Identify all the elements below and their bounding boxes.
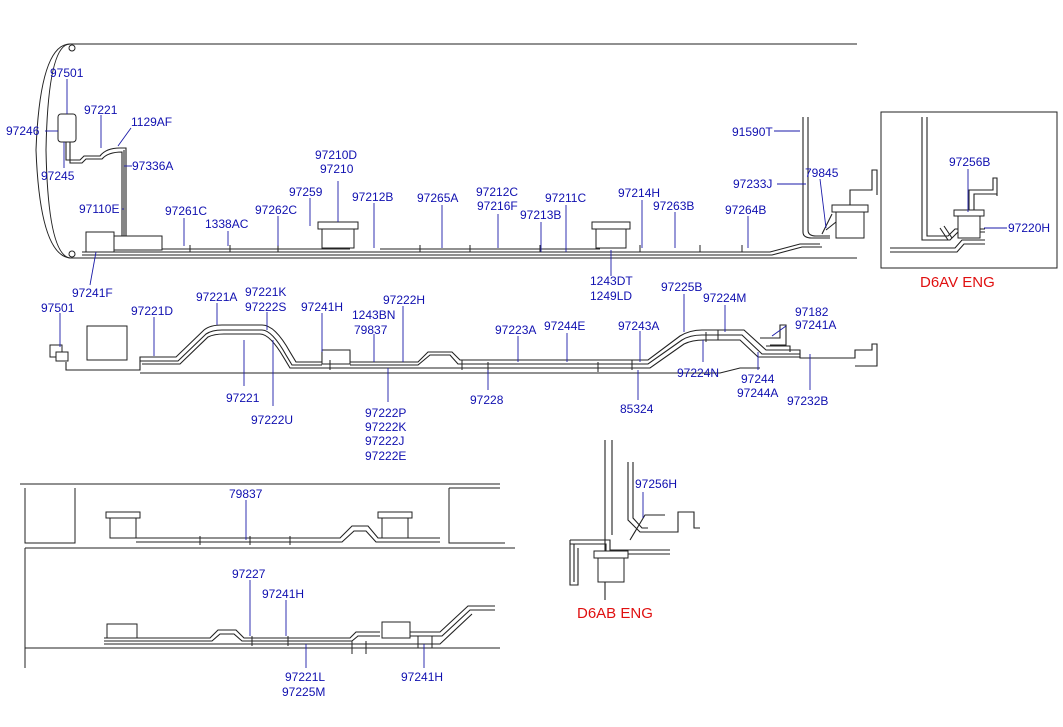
label-97210: 97210 xyxy=(320,162,354,176)
label-97336a: 97336A xyxy=(132,159,173,173)
top-view-assembly xyxy=(35,43,878,259)
label-97265a: 97265A xyxy=(417,191,458,205)
label-97224m: 97224M xyxy=(703,291,746,305)
label-97182: 97182 xyxy=(795,305,829,319)
label-85324: 85324 xyxy=(620,402,654,416)
filler-cap xyxy=(57,113,77,143)
label-97220h: 97220H xyxy=(1008,221,1050,235)
label-97232b: 97232B xyxy=(787,394,828,408)
label-97222h: 97222H xyxy=(383,293,425,307)
label-91590t: 91590T xyxy=(732,125,773,139)
label-97264b: 97264B xyxy=(725,203,766,217)
side-view-assembly xyxy=(49,324,878,374)
label-97233j: 97233J xyxy=(733,177,772,191)
label-97244: 97244 xyxy=(741,372,775,386)
label-97241h-rear: 97241H xyxy=(401,670,443,684)
label-97241h-detail: 97241H xyxy=(262,587,304,601)
label-1129af: 1129AF xyxy=(131,115,172,129)
label-97224n: 97224N xyxy=(677,366,719,380)
label-97241h: 97241H xyxy=(301,300,343,314)
label-79837: 79837 xyxy=(354,323,388,337)
label-97243a: 97243A xyxy=(618,319,659,333)
label-1338ac: 1338AC xyxy=(205,217,249,231)
label-97256h: 97256H xyxy=(635,477,677,491)
label-97222k: 97222K xyxy=(365,420,406,434)
label-1243bn: 1243BN xyxy=(352,308,395,322)
filter-housing xyxy=(85,231,115,253)
label-97221-side: 97221 xyxy=(226,391,260,405)
label-97501: 97501 xyxy=(50,66,84,80)
label-97241a: 97241A xyxy=(795,318,836,332)
label-97246: 97246 xyxy=(6,124,40,138)
d6av-inset xyxy=(880,111,1058,269)
side-filter xyxy=(321,349,351,365)
label-97221d: 97221D xyxy=(131,304,173,318)
label-97222j: 97222J xyxy=(365,434,404,448)
label-97245: 97245 xyxy=(41,169,75,183)
label-97261c: 97261C xyxy=(165,204,207,218)
label-97222s: 97222S xyxy=(245,300,286,314)
label-97212c: 97212C xyxy=(476,185,518,199)
label-97216f: 97216F xyxy=(477,199,518,213)
label-97225b: 97225B xyxy=(661,280,702,294)
lower-detail-side xyxy=(24,548,500,668)
label-97221k: 97221K xyxy=(245,285,286,299)
label-97225m: 97225M xyxy=(282,685,325,699)
label-97212b: 97212B xyxy=(352,190,393,204)
side-tank-bracket xyxy=(86,325,128,361)
part-labels: 97501 97221 97246 1129AF 97336A 97245 97… xyxy=(6,66,1050,699)
label-97256b: 97256B xyxy=(949,155,990,169)
label-97221a: 97221A xyxy=(196,290,237,304)
label-97210d: 97210D xyxy=(315,148,357,162)
lower-detail-top xyxy=(20,483,515,549)
engine-label-d6ab: D6AB ENG xyxy=(577,605,653,622)
label-97262c: 97262C xyxy=(255,203,297,217)
label-97214h: 97214H xyxy=(618,186,660,200)
rear-canister xyxy=(835,209,865,239)
leader-lines xyxy=(45,79,1007,668)
label-97211c: 97211C xyxy=(545,191,586,205)
label-97259: 97259 xyxy=(289,185,323,199)
engine-label-d6av: D6AV ENG xyxy=(920,274,995,291)
label-97244a: 97244A xyxy=(737,386,778,400)
label-79845: 79845 xyxy=(805,166,839,180)
label-97263b: 97263B xyxy=(653,199,694,213)
label-97501-side: 97501 xyxy=(41,301,75,315)
label-97221l: 97221L xyxy=(285,670,325,684)
label-97241f: 97241F xyxy=(72,286,113,300)
label-1249ld: 1249LD xyxy=(590,289,632,303)
label-97227: 97227 xyxy=(232,567,266,581)
label-97213b: 97213B xyxy=(520,208,561,222)
label-97244e: 97244E xyxy=(544,319,585,333)
label-97222u: 97222U xyxy=(251,413,293,427)
label-97222p: 97222P xyxy=(365,406,406,420)
label-97110e: 97110E xyxy=(79,202,119,216)
label-1243dt: 1243DT xyxy=(590,274,633,288)
label-79837-detail: 79837 xyxy=(229,487,263,501)
d6ab-inset xyxy=(569,440,700,600)
label-97221: 97221 xyxy=(84,103,118,117)
label-97222e: 97222E xyxy=(365,449,406,463)
label-97228: 97228 xyxy=(470,393,504,407)
label-97223a: 97223A xyxy=(495,323,536,337)
